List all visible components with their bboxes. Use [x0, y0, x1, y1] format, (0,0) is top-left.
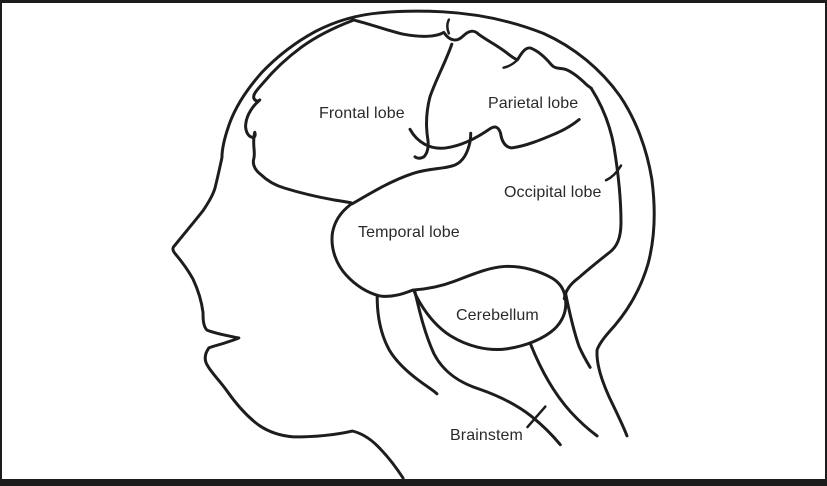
gyrus-flick-top [446, 18, 451, 35]
label-temporal-lobe: Temporal lobe [358, 224, 460, 241]
label-frontal-lobe: Frontal lobe [319, 105, 405, 122]
nape-inner-line [563, 290, 592, 369]
brain-front-edge [244, 19, 354, 205]
brainstem-tick-mark [526, 405, 547, 429]
cerebellum-outline [412, 264, 568, 351]
label-occipital-lobe: Occipital lobe [504, 184, 602, 201]
brainstem-back-line [413, 290, 562, 447]
parietal-lower-boundary [408, 118, 581, 150]
label-cerebellum: Cerebellum [456, 307, 539, 324]
head-outline [171, 9, 656, 479]
lateral-sulcus [350, 131, 473, 206]
brain-top-edge [350, 18, 593, 90]
temporal-lobe-outline [330, 203, 415, 298]
label-parietal-lobe: Parietal lobe [488, 95, 579, 112]
label-brainstem: Brainstem [450, 427, 523, 444]
central-sulcus [413, 42, 454, 160]
brainstem-front-line [375, 295, 439, 396]
gyrus-flick-notch [502, 58, 519, 69]
head-profile-drawing [171, 9, 656, 479]
cerebellum-lower-line [528, 342, 599, 438]
back-edge-flick [604, 164, 623, 182]
occipital-back-edge [562, 86, 623, 301]
